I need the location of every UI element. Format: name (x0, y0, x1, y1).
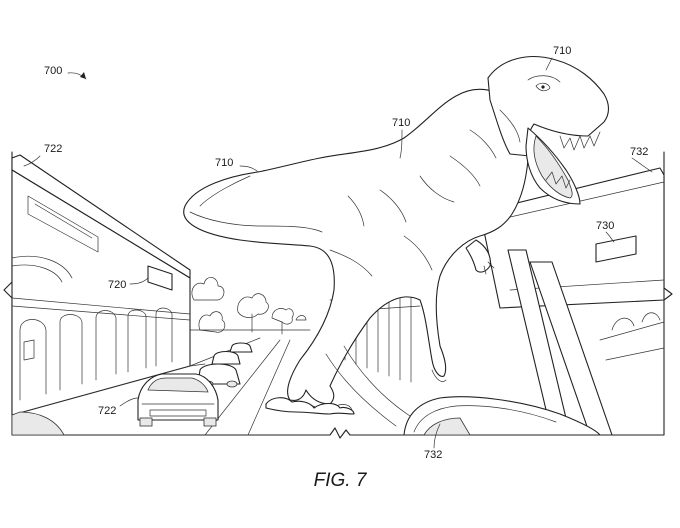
label-710-body: 710 (392, 117, 410, 129)
left-sign-720 (147, 265, 173, 291)
distant-car (211, 350, 241, 365)
left-building (11, 154, 206, 436)
reference-numerals: 700 710 710 710 722 720 722 732 730 732 (44, 45, 648, 461)
label-732-building: 732 (630, 146, 648, 158)
label-720: 720 (108, 279, 126, 291)
leader-lines (23, 57, 653, 449)
label-730: 730 (596, 220, 614, 232)
distant-car (197, 363, 241, 385)
label-710-tail: 710 (215, 157, 233, 169)
label-710-head: 710 (553, 45, 571, 57)
right-building (479, 167, 665, 436)
label-722-vehicle: 722 (98, 405, 116, 417)
label-732-vehicle: 732 (424, 449, 442, 461)
creature (183, 56, 610, 415)
right-sign-730 (595, 235, 637, 263)
scene-frame (3, 151, 673, 439)
label-700: 700 (44, 65, 62, 77)
foreground-vehicle (403, 396, 601, 436)
creature-head (487, 56, 610, 157)
label-722-building: 722 (44, 143, 62, 155)
distant-car (229, 342, 253, 353)
background-trees (185, 277, 311, 335)
left-vehicle (137, 373, 219, 427)
figure-caption: FIG. 7 (314, 470, 368, 491)
road-edge (325, 345, 411, 427)
